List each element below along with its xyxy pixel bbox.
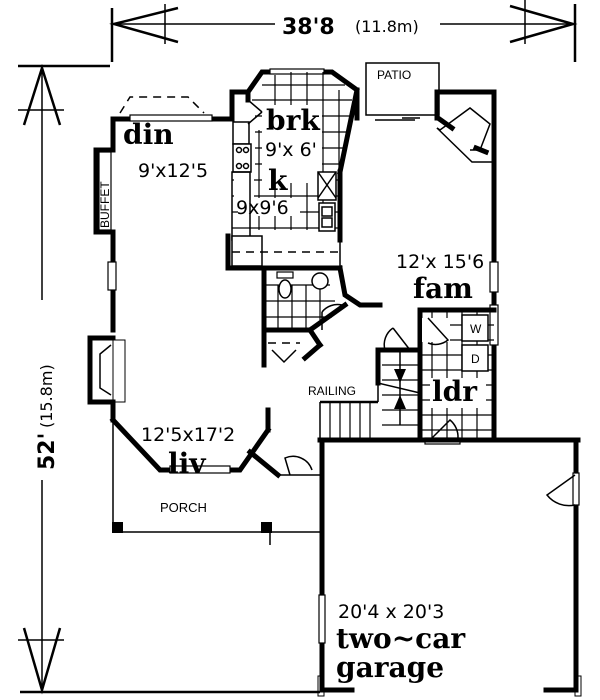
stair-arrow-up-icon: [394, 369, 406, 383]
porch-label: PORCH: [160, 500, 207, 515]
room-labels: din 9'x12'5 brk 9'x 6' k 9x9'6 12'x 15'6…: [123, 104, 484, 684]
depth-metric: (15.8m): [37, 364, 56, 428]
garage-name-line2: garage: [336, 651, 444, 684]
depth-imperial: 52': [35, 433, 60, 470]
porch: PORCH: [112, 420, 320, 545]
family-size: 12'x 15'6: [396, 251, 484, 273]
laundry-name: ldr: [432, 375, 478, 408]
garage-side-door-icon: [545, 474, 576, 507]
dining-name: din: [123, 118, 174, 151]
living-name: liv: [168, 447, 206, 480]
breakfast-size: 9'x 6': [265, 139, 317, 161]
dining-size: 9'x12'5: [138, 160, 208, 182]
patio: PATIO: [365, 62, 440, 116]
dryer-label: D: [471, 352, 480, 366]
garage-size: 20'4 x 20'3: [338, 601, 444, 623]
sink-icon: [318, 202, 336, 232]
width-imperial: 38'8: [282, 15, 335, 40]
entry-door-icon: [284, 455, 313, 476]
fireplace: [94, 339, 126, 403]
railing-label: RAILING: [308, 384, 356, 398]
kitchen-name: k: [268, 164, 288, 197]
patio-label: PATIO: [377, 68, 411, 82]
garage: [317, 437, 582, 697]
width-metric: (11.8m): [355, 17, 419, 36]
kitchen-fixtures: [225, 99, 343, 271]
powder-room: [261, 265, 383, 368]
living-size: 12'5x17'2: [141, 424, 235, 446]
dryer-icon: [461, 344, 489, 372]
washer-label: W: [470, 322, 482, 336]
kitchen-size: 9x9'6: [236, 197, 289, 219]
buffet: BUFFET: [98, 151, 112, 231]
garage-name-line1: two~car: [336, 622, 466, 655]
corner-fireplace: [434, 107, 494, 163]
depth-dimension: 52' (15.8m): [18, 63, 320, 695]
kitchen-tile-grid: [232, 72, 352, 230]
width-dimension: 38'8 (11.8m): [109, 0, 578, 62]
stair-arrow-down-icon: [394, 395, 406, 409]
breakfast-name: brk: [266, 104, 320, 137]
washer-icon: [461, 314, 489, 342]
buffet-label: BUFFET: [98, 181, 112, 228]
family-name: fam: [413, 272, 473, 305]
stairs: RAILING: [308, 327, 423, 440]
lavatory-icon: [311, 272, 329, 290]
toilet-icon: [278, 279, 292, 299]
